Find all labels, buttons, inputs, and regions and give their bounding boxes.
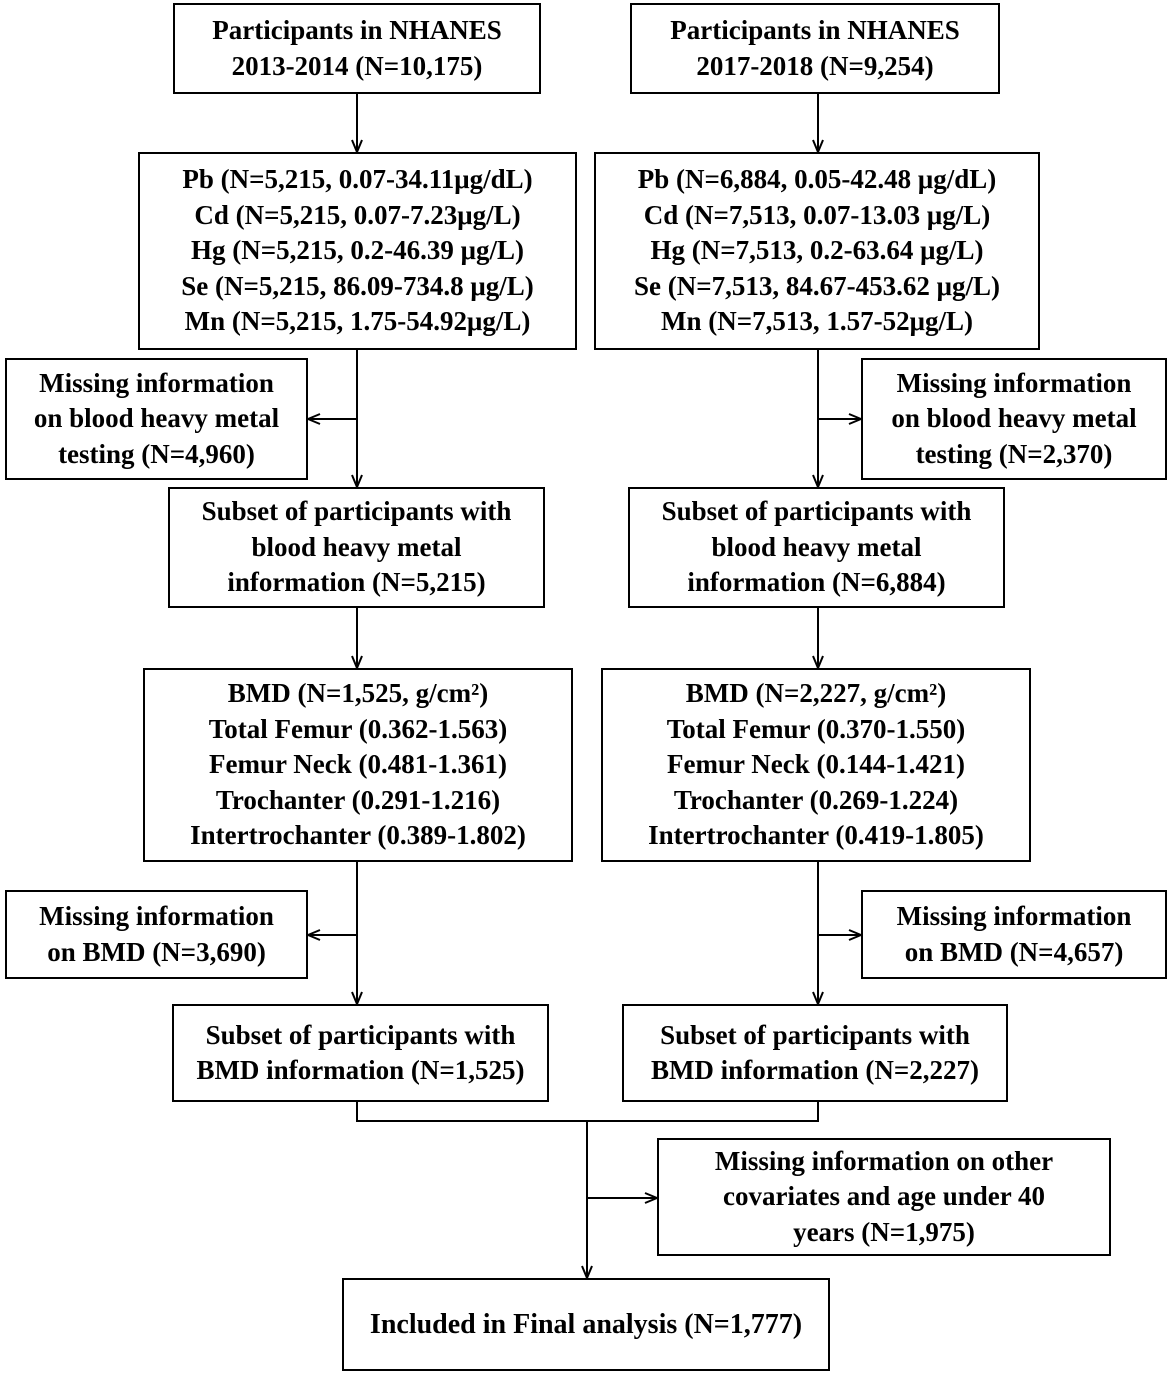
start-box-left: Participants in NHANES 2013-2014 (N=10,1…	[173, 3, 541, 94]
box-line: Participants in NHANES	[670, 15, 960, 45]
box-line: on BMD (N=3,690)	[47, 936, 266, 967]
box-line: Pb (N=5,215, 0.07-34.11μg/dL)	[182, 164, 533, 195]
box-line: blood heavy metal	[251, 531, 462, 562]
subset-bmd-box-right: Subset of participants with BMD informat…	[622, 1004, 1008, 1102]
box-line: Pb (N=6,884, 0.05-42.48 μg/dL)	[637, 164, 997, 195]
box-line: blood heavy metal	[711, 531, 922, 562]
box-line: Se (N=7,513, 84.67-453.62 μg/L)	[634, 270, 1000, 301]
box-line: Hg (N=5,215, 0.2-46.39 μg/L)	[191, 235, 524, 266]
box-line: Cd (N=5,215, 0.07-7.23μg/L)	[194, 199, 521, 230]
metals-box-right: Pb (N=6,884, 0.05-42.48 μg/dL) Cd (N=7,5…	[594, 152, 1040, 350]
box-line: Intertrochanter (0.419-1.805)	[648, 820, 984, 851]
box-line: BMD (N=1,525, g/cm²)	[227, 678, 489, 709]
box-line: BMD information (N=2,227)	[650, 1055, 980, 1085]
box-line: Missing information	[39, 367, 274, 398]
metals-box-left: Pb (N=5,215, 0.07-34.11μg/dL) Cd (N=5,21…	[138, 152, 577, 350]
box-line: BMD information (N=1,525)	[196, 1055, 525, 1085]
box-line: Subset of participants with	[201, 496, 512, 527]
box-line: covariates and age under 40	[723, 1181, 1045, 1212]
box-line: Se (N=5,215, 86.09-734.8 μg/L)	[181, 270, 534, 301]
box-line: on BMD (N=4,657)	[904, 936, 1124, 967]
box-line: 2013-2014 (N=10,175)	[231, 50, 483, 81]
box-line: on blood heavy metal	[33, 403, 280, 434]
box-line: Hg (N=7,513, 0.2-63.64 μg/L)	[650, 235, 984, 266]
box-line: Participants in NHANES	[212, 15, 502, 45]
subset-metal-box-left: Subset of participants with blood heavy …	[168, 487, 545, 608]
box-line: Mn (N=5,215, 1.75-54.92μg/L)	[184, 306, 531, 337]
box-line: Subset of participants with	[660, 1019, 970, 1050]
box-line: Missing information	[896, 901, 1132, 931]
box-line: information (N=6,884)	[687, 567, 946, 598]
box-line: testing (N=2,370)	[915, 438, 1113, 469]
box-line: Total Femur (0.370-1.550)	[666, 713, 966, 744]
start-box-right: Participants in NHANES 2017-2018 (N=9,25…	[630, 3, 1000, 94]
box-line: Mn (N=7,513, 1.57-52μg/L)	[661, 306, 973, 337]
box-line: Trochanter (0.269-1.224)	[673, 784, 959, 815]
box-line: Trochanter (0.291-1.216)	[215, 784, 501, 815]
subset-metal-box-right: Subset of participants with blood heavy …	[628, 487, 1005, 608]
box-line: Missing information	[39, 901, 274, 931]
missing-bmd-box-right: Missing information on BMD (N=4,657)	[861, 890, 1167, 979]
missing-bmd-box-left: Missing information on BMD (N=3,690)	[5, 890, 308, 979]
box-line: information (N=5,215)	[227, 567, 486, 598]
merge-line	[356, 1102, 819, 1122]
box-line: Missing information on other	[714, 1145, 1054, 1176]
subset-bmd-box-left: Subset of participants with BMD informat…	[172, 1004, 549, 1102]
box-line: Cd (N=7,513, 0.07-13.03 μg/L)	[643, 199, 991, 230]
box-line: Subset of participants with	[661, 496, 972, 527]
missing-metal-box-left: Missing information on blood heavy metal…	[5, 358, 308, 480]
box-line: Missing information	[896, 367, 1132, 398]
box-line: Femur Neck (0.481-1.361)	[209, 749, 507, 780]
bmd-box-right: BMD (N=2,227, g/cm²) Total Femur (0.370-…	[601, 668, 1031, 862]
box-line: Femur Neck (0.144-1.421)	[667, 749, 965, 780]
box-line: Total Femur (0.362-1.563)	[208, 713, 508, 744]
missing-metal-box-right: Missing information on blood heavy metal…	[861, 358, 1167, 480]
box-line: testing (N=4,960)	[58, 438, 255, 469]
box-line: 2017-2018 (N=9,254)	[696, 50, 934, 81]
box-line: Intertrochanter (0.389-1.802)	[190, 820, 526, 851]
box-line: years (N=1,975)	[793, 1216, 975, 1247]
box-line: Included in Final analysis (N=1,777)	[369, 1308, 803, 1340]
missing-covariates-box: Missing information on other covariates …	[657, 1138, 1111, 1256]
box-line: BMD (N=2,227, g/cm²)	[685, 678, 947, 709]
bmd-box-left: BMD (N=1,525, g/cm²) Total Femur (0.362-…	[143, 668, 573, 862]
final-analysis-box: Included in Final analysis (N=1,777)	[342, 1278, 830, 1371]
box-line: on blood heavy metal	[891, 403, 1137, 434]
box-line: Subset of participants with	[205, 1019, 516, 1050]
